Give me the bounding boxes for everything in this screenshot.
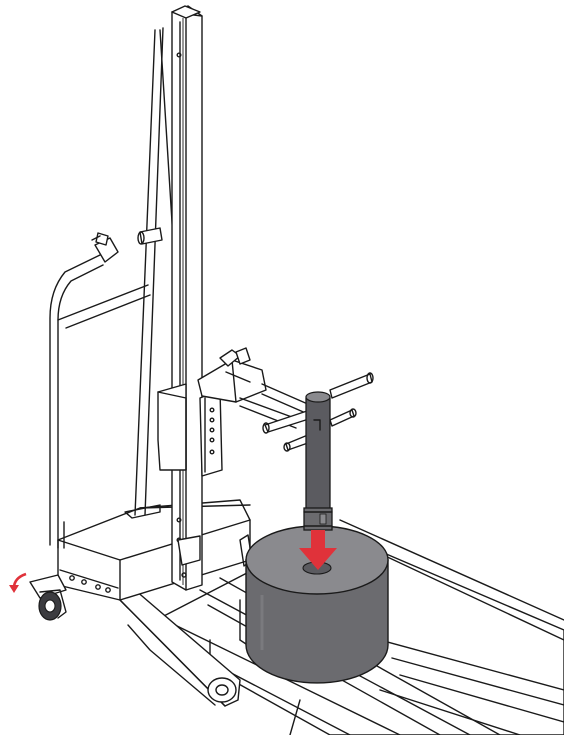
handle-frame bbox=[49, 27, 176, 549]
clamp-knob bbox=[91, 232, 119, 263]
mast-crossbar bbox=[137, 227, 163, 245]
carriage bbox=[157, 347, 374, 477]
weight-cylinder bbox=[245, 525, 389, 684]
brake-arrow bbox=[9, 572, 27, 593]
red-down-arrow-icon bbox=[299, 530, 337, 570]
mast bbox=[171, 5, 203, 591]
caster-wheel-left bbox=[29, 574, 67, 621]
lifting-tube bbox=[303, 391, 333, 531]
caster-wheel-right bbox=[207, 677, 237, 703]
